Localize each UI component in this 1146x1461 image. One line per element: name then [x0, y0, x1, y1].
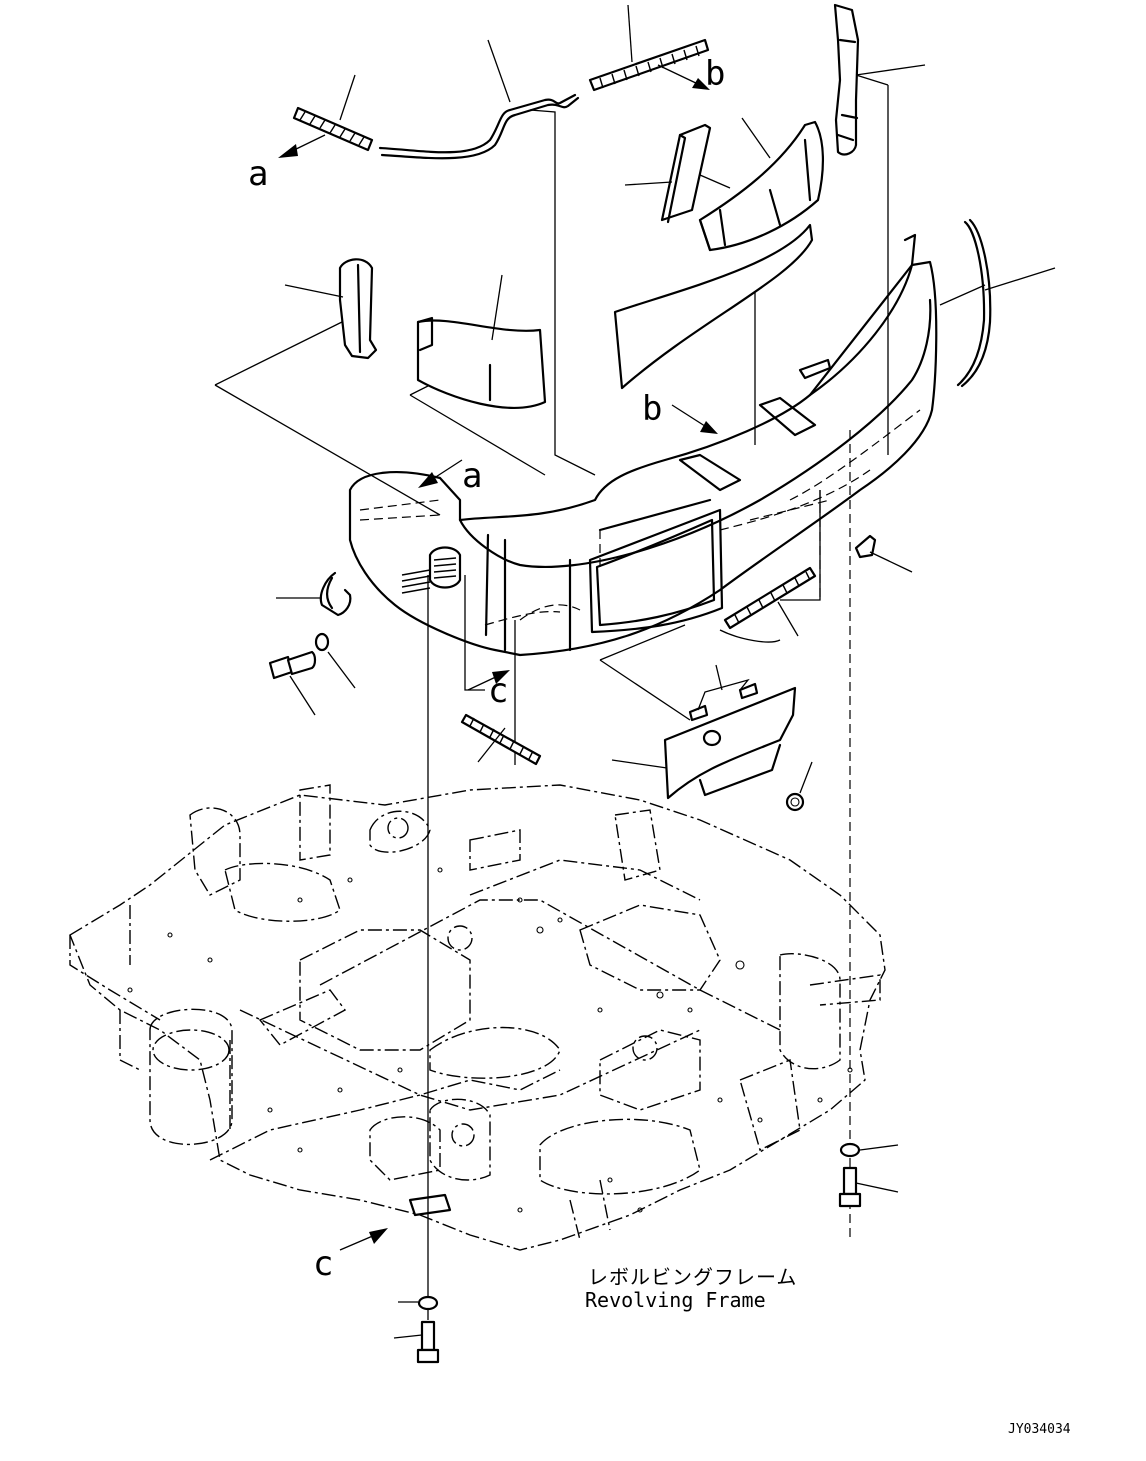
plate-bracket [611, 664, 797, 800]
side-trim-left [284, 258, 378, 360]
seal-strip-left [292, 74, 374, 152]
callout-b-mid: b [642, 389, 662, 429]
frame-label-en: Revolving Frame [585, 1288, 766, 1312]
washer-left [314, 632, 356, 689]
callout-a-top: a [248, 154, 268, 194]
arrow-b-mid [671, 404, 718, 434]
bracket-top-right [798, 358, 832, 380]
arrow-c-low [339, 1228, 388, 1251]
clip-right [854, 534, 913, 573]
retaining-wire [378, 39, 580, 160]
seal-strip-bottom-right [723, 566, 817, 637]
frame-bracket-c [408, 1193, 452, 1217]
seal-strip-right [588, 4, 710, 92]
counterweight [348, 233, 938, 1240]
nut-plate [785, 761, 813, 812]
edge-trim-right [956, 218, 1056, 388]
arrow-a-top [278, 134, 326, 158]
callout-c-low: c [313, 1244, 333, 1284]
top-cover [613, 117, 824, 390]
arrow-a-mid [418, 459, 463, 488]
leader-network [214, 74, 986, 1320]
frame-label-jp: レボルビングフレーム [588, 1265, 797, 1289]
seal-strip-bottom-left [460, 713, 542, 766]
corner-cover-left [416, 274, 547, 409]
bolt-left [268, 650, 317, 716]
callout-a-mid: a [462, 456, 482, 496]
arrow-b-top [657, 64, 710, 90]
callout-b-top: b [705, 54, 725, 94]
bolt-lower-right [838, 1142, 899, 1208]
arrow-c-mid [467, 670, 510, 691]
drawing-code: JY034034 [1008, 1422, 1071, 1437]
revolving-frame-phantom [69, 784, 886, 1251]
bolt-lower-left [393, 1295, 440, 1364]
callout-c-mid: c [488, 671, 508, 711]
clip-left [276, 571, 352, 617]
spacer-block [624, 123, 712, 224]
side-trim-top [833, 3, 926, 156]
